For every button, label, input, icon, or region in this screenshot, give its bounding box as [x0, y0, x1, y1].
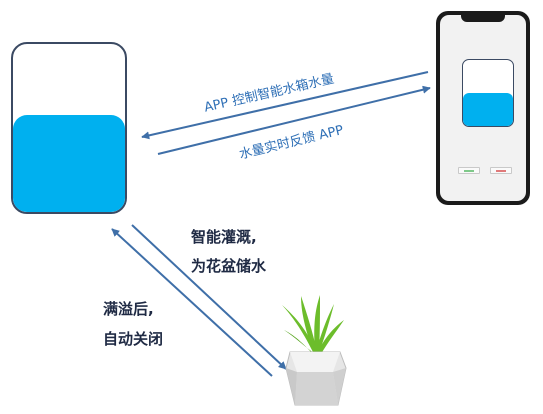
phone-tank-icon	[462, 59, 514, 127]
label-irrigation-line2: 为花盆储水	[191, 257, 267, 275]
label-overflow-line1: 满溢后,	[103, 300, 154, 318]
plant-icon	[282, 295, 344, 354]
phone-screen	[440, 15, 526, 201]
phone-tank-water	[463, 93, 513, 126]
arrow-pot-to-tank	[111, 228, 273, 377]
arrow-tank-to-pot	[131, 224, 287, 370]
flower-pot-icon	[285, 351, 347, 406]
arrow-tank-to-app	[157, 85, 431, 155]
tank-water	[13, 114, 125, 212]
arrow-app-to-tank	[141, 71, 429, 140]
phone-button-off[interactable]	[490, 167, 512, 174]
water-tank	[11, 42, 127, 214]
phone-button-on[interactable]	[458, 167, 480, 174]
label-overflow-line2: 自动关闭	[103, 330, 164, 348]
label-irrigation-line1: 智能灌溉,	[191, 228, 257, 246]
smartphone	[436, 11, 530, 205]
phone-notch	[461, 15, 505, 22]
